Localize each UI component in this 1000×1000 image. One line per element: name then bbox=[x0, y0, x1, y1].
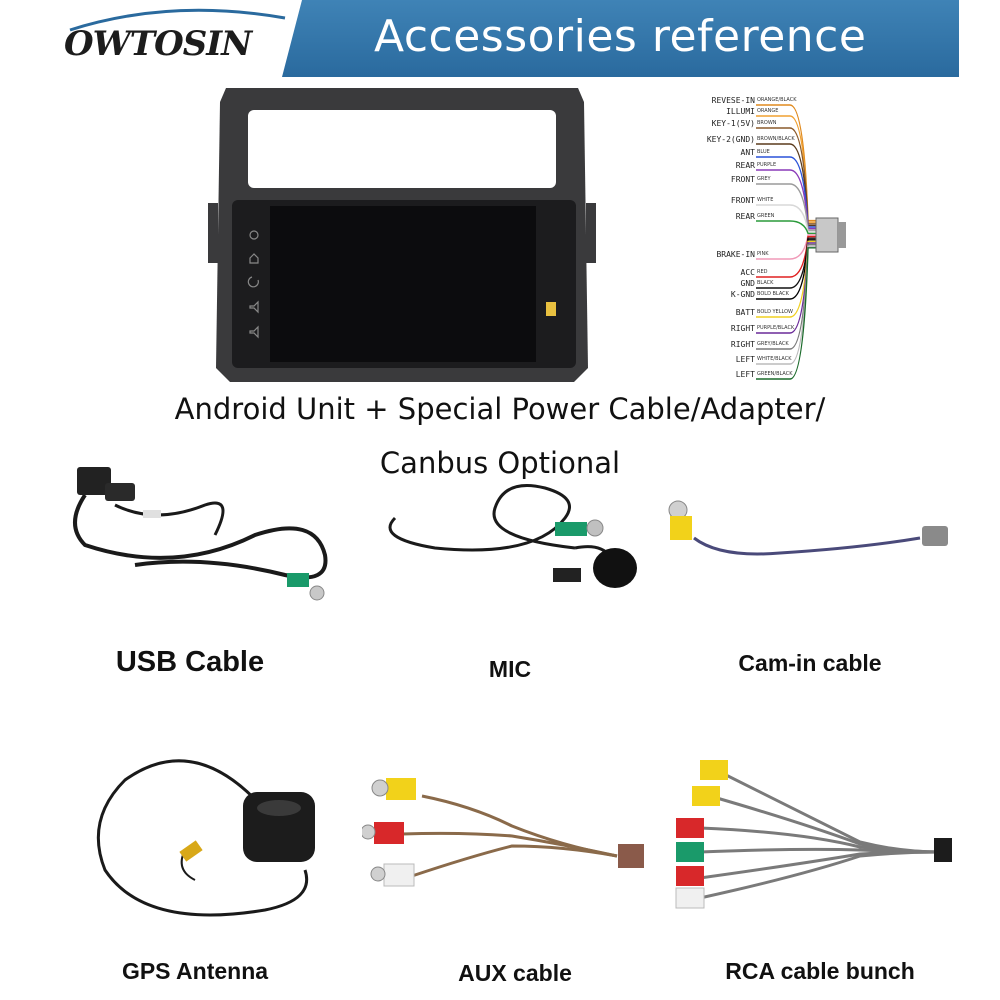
wire-label: ACC bbox=[740, 268, 755, 277]
wire-color-name: RED bbox=[757, 269, 768, 275]
cam-in-cable-label: Cam-in cable bbox=[738, 650, 882, 676]
wire-label: LEFT bbox=[735, 355, 755, 364]
usb-cable-label: USB Cable bbox=[115, 646, 265, 678]
wire-color-name: ORANGE bbox=[757, 108, 779, 114]
wire-label: RIGHT bbox=[730, 340, 755, 349]
aux-cable-image bbox=[362, 778, 644, 887]
wire-line bbox=[756, 247, 816, 380]
wire-color-name: BLUE bbox=[757, 149, 770, 155]
brand-logo: OWTOSIN bbox=[52, 0, 302, 77]
wire-color-name: GREEN bbox=[757, 213, 775, 219]
wire-color-name: WHITE bbox=[757, 197, 774, 203]
gps-antenna-label: GPS Antenna bbox=[121, 958, 269, 984]
wire-label: BATT bbox=[735, 308, 755, 317]
main-caption-line1: Android Unit + Special Power Cable/Adapt… bbox=[174, 392, 826, 426]
wire-color-name: GREY bbox=[757, 176, 771, 182]
wire-label: GND bbox=[740, 279, 755, 288]
android-unit-image bbox=[208, 88, 596, 382]
wire-color-name: WHITE/BLACK bbox=[757, 356, 792, 362]
wire-line bbox=[756, 234, 816, 260]
wire-color-name: PURPLE/BLACK bbox=[757, 325, 795, 331]
gps-antenna-image bbox=[96, 759, 315, 917]
wire-color-name: BOLD YELLOW bbox=[757, 309, 793, 315]
wire-label: K-GND bbox=[730, 290, 755, 299]
wire-line bbox=[756, 235, 816, 278]
wire-color-name: PINK bbox=[757, 251, 769, 257]
wire-label: RIGHT bbox=[730, 324, 755, 333]
wire-color-name: BROWN/BLACK bbox=[757, 136, 795, 142]
wire-label: KEY-1(5V) bbox=[711, 119, 755, 128]
main-caption-line2: Canbus Optional bbox=[379, 446, 621, 480]
aux-cable-label: AUX cable bbox=[458, 960, 572, 986]
wire-color-name: BLACK bbox=[757, 280, 774, 286]
wire-label: REVESE-IN bbox=[711, 96, 755, 105]
brand-swoosh-icon bbox=[69, 8, 286, 32]
wire-color-name: ORANGE/BLACK bbox=[757, 97, 797, 103]
wire-color-name: GREY/BLACK bbox=[757, 341, 789, 347]
wire-label: LEFT bbox=[735, 370, 755, 379]
page-title: Accessories reference bbox=[374, 11, 867, 62]
brand-name: OWTOSIN bbox=[64, 24, 252, 64]
usb-cable-image bbox=[73, 467, 328, 601]
wire-line bbox=[756, 237, 816, 289]
wire-label: REAR bbox=[735, 161, 755, 170]
wiring-harness-connector bbox=[756, 104, 846, 380]
cam-in-cable-image bbox=[668, 500, 948, 556]
rca-cable-bunch-label: RCA cable bunch bbox=[725, 958, 915, 984]
wire-color-name: BOLD BLACK bbox=[757, 291, 789, 297]
mic-label: MIC bbox=[488, 656, 532, 682]
wire-label: FRONT bbox=[730, 196, 755, 205]
wire-label: KEY-2(GND) bbox=[706, 135, 755, 144]
mic-image bbox=[388, 484, 637, 588]
wire-color-name: BROWN bbox=[757, 120, 777, 126]
header-banner: OWTOSIN Accessories reference bbox=[52, 0, 959, 77]
wire-label: REAR bbox=[735, 212, 755, 221]
wire-label: ANT bbox=[740, 148, 755, 157]
wire-label: ILLUMI bbox=[726, 107, 755, 116]
wire-label: FRONT bbox=[730, 175, 755, 184]
wire-color-name: GREEN/BLACK bbox=[757, 371, 793, 377]
wire-color-name: PURPLE bbox=[757, 162, 777, 168]
wire-line bbox=[756, 220, 816, 235]
rca-cable-bunch-image bbox=[675, 760, 952, 909]
wire-label: BRAKE-IN bbox=[716, 250, 755, 259]
